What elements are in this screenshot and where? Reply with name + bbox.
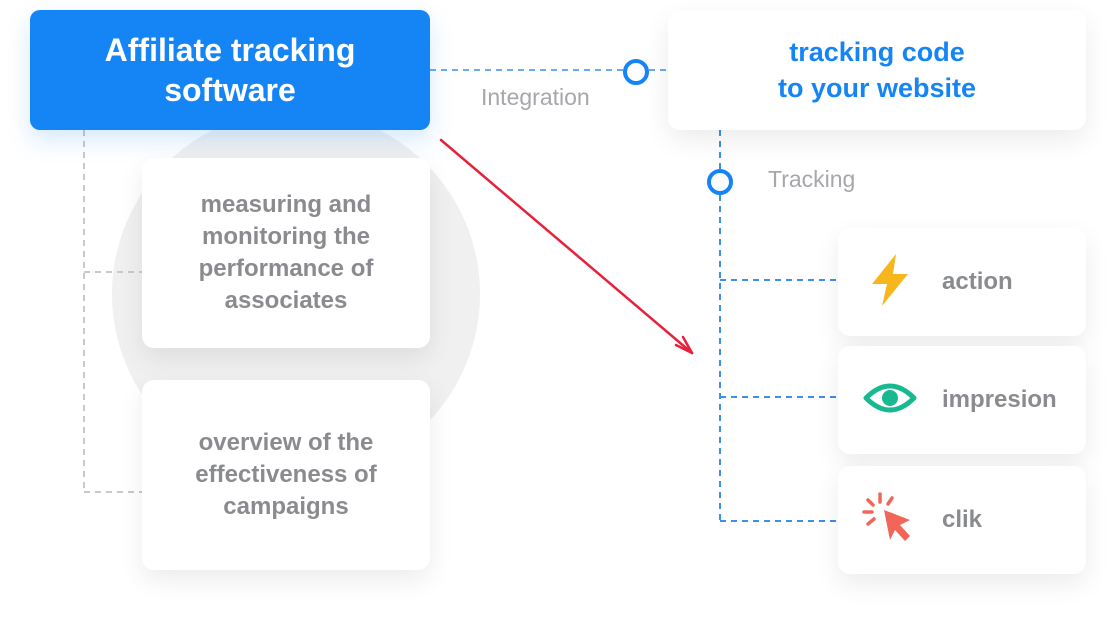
main-title-box: Affiliate tracking software: [30, 10, 430, 130]
integration-label: Integration: [481, 84, 590, 110]
feature-measuring-card: measuring and monitoring the performance…: [142, 158, 430, 348]
tracking-item-click: clik: [838, 466, 1086, 574]
tracking-code-card: tracking code to your website: [668, 10, 1086, 130]
tracking-label: Tracking: [768, 166, 856, 192]
tracking-item-impression: impresion: [838, 346, 1086, 454]
lightning-icon: [872, 254, 908, 306]
tracking-item-label: clik: [942, 506, 983, 533]
cursor-click-icon: [862, 492, 910, 541]
integration-node: [623, 59, 649, 85]
feature-overview-card: overview of the effectiveness of campaig…: [142, 380, 430, 570]
eye-icon: [863, 383, 917, 413]
tracking-item-label: action: [942, 268, 1013, 295]
tracking-item-label: impresion: [942, 386, 1057, 413]
tracking-node: [707, 169, 733, 195]
tracking-item-action: action: [838, 228, 1086, 336]
red-arrow: [439, 138, 694, 355]
